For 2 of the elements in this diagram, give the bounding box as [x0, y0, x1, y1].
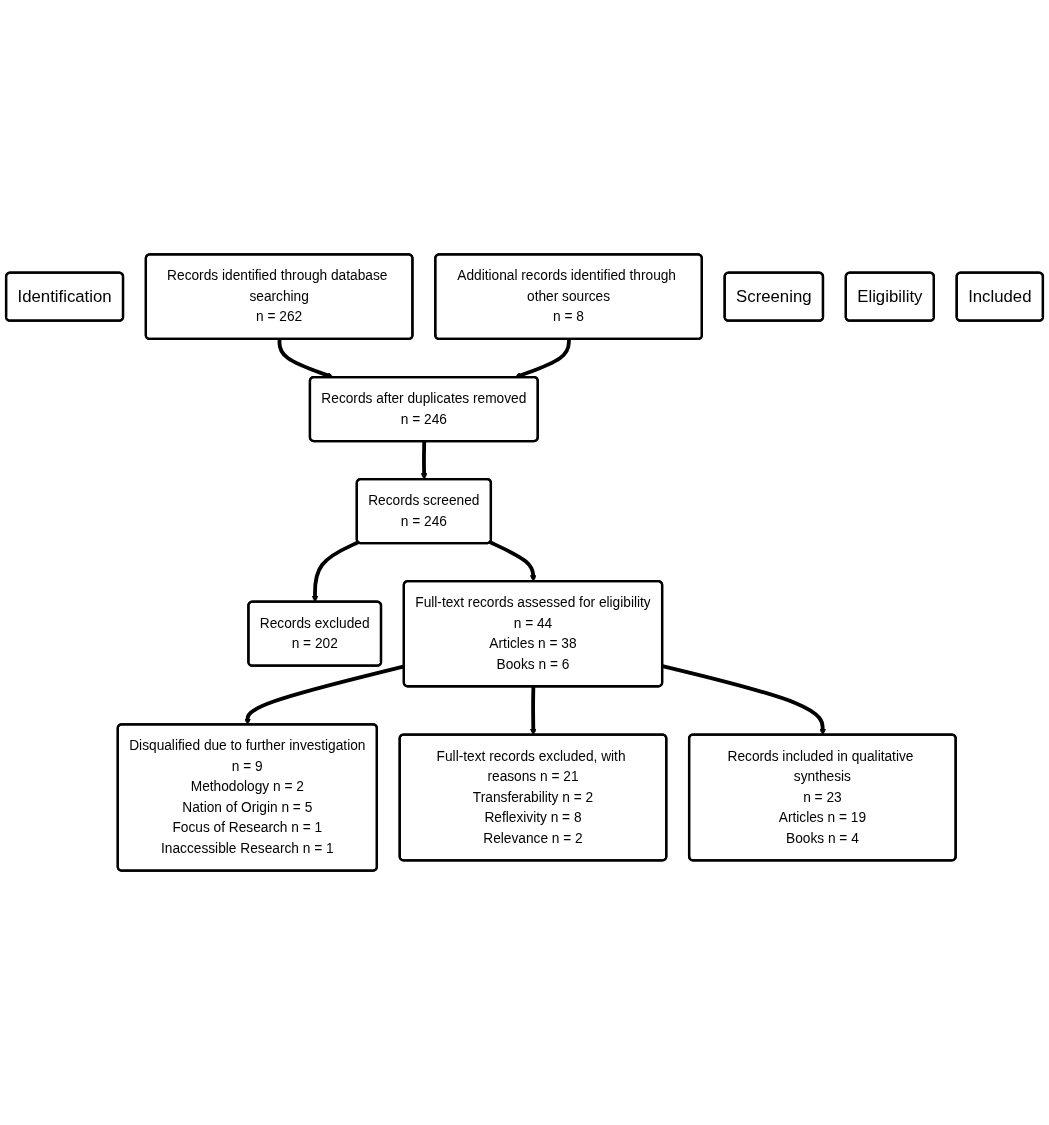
arrow [489, 540, 537, 582]
arrow [420, 441, 428, 480]
